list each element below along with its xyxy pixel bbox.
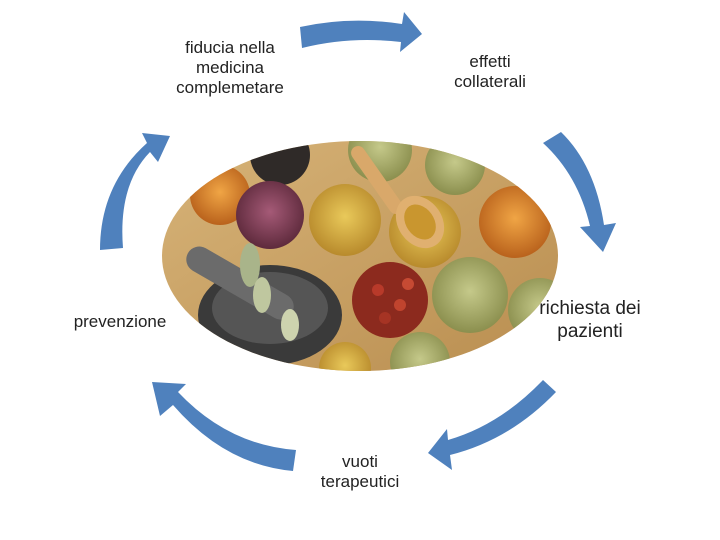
step-fiducia-line-3: complemetare (176, 78, 284, 97)
step-vuoti-line-1: vuoti (342, 452, 378, 471)
step-richiesta-label: richiesta dei pazienti (525, 297, 655, 343)
step-fiducia-label: fiducia nella medicina complemetare (160, 38, 300, 98)
step-fiducia-line-1: fiducia nella (185, 38, 275, 57)
arrow-down-left-icon (428, 380, 556, 470)
step-prevenzione-line-1: prevenzione (73, 312, 167, 331)
step-richiesta-line-1: richiesta dei (539, 298, 641, 319)
arrow-up-left-icon (152, 382, 296, 471)
step-vuoti-label: vuoti terapeutici (300, 452, 420, 492)
step-prevenzione-label: prevenzione (60, 312, 180, 332)
arrow-up-icon (100, 133, 170, 250)
step-richiesta-line-2: pazienti (557, 321, 623, 342)
arrow-right-icon (300, 12, 422, 52)
arrow-down-icon (543, 132, 616, 252)
step-effetti-line-1: effetti (469, 52, 511, 71)
step-fiducia-line-2: medicina (195, 58, 265, 77)
step-vuoti-line-2: terapeutici (320, 472, 400, 491)
cycle-arrows (100, 12, 616, 471)
herbs-photo (162, 141, 558, 371)
step-effetti-label: effetti collaterali (435, 52, 545, 92)
step-effetti-line-2: collaterali (454, 72, 526, 91)
